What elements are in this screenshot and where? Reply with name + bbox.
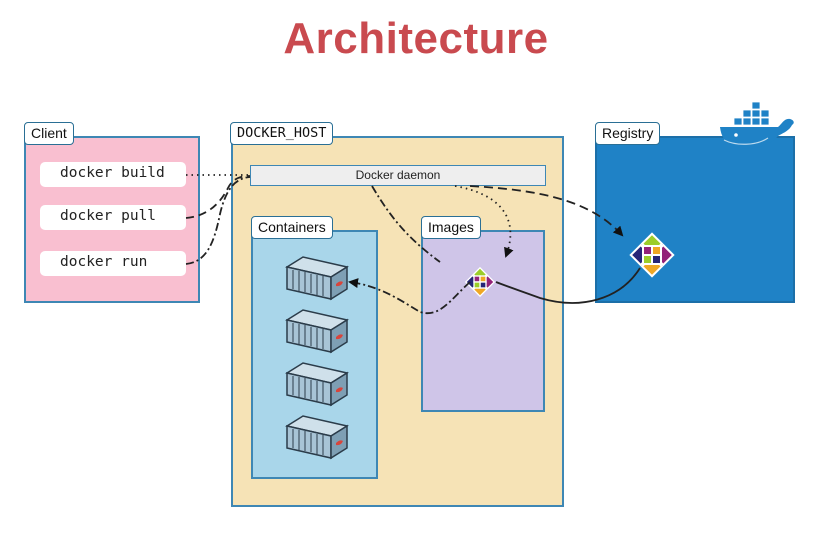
docker-daemon-bar: Docker daemon [250,165,546,186]
daemon-to-registry-pull [469,185,624,237]
pull-connector [185,175,251,219]
container-icon-2[interactable] [285,306,349,356]
docker-whale-icon [720,101,794,149]
command-docker-run[interactable]: docker run [40,251,186,276]
command-docker-build[interactable]: docker build [40,162,186,187]
daemon-to-image-build [454,185,514,258]
container-icon-4[interactable] [285,412,349,462]
image-centos-logo-icon[interactable] [462,264,498,300]
registry-to-image [495,267,641,304]
containers-label: Containers [251,216,333,239]
docker-host-label: DOCKER_HOST [230,122,334,145]
container-icon-3[interactable] [285,359,349,409]
image-to-container-run [348,278,471,315]
daemon-to-image-run [371,185,441,263]
registry-centos-logo-icon [629,232,675,278]
registry-label: Registry [595,122,661,145]
images-label: Images [421,216,481,239]
run-connector [185,176,251,265]
registry-panel [595,136,795,303]
images-panel [421,230,545,412]
client-label: Client [24,122,74,145]
slide-title: Architecture [283,14,549,63]
command-docker-pull[interactable]: docker pull [40,205,186,230]
container-icon-1[interactable] [285,253,349,303]
